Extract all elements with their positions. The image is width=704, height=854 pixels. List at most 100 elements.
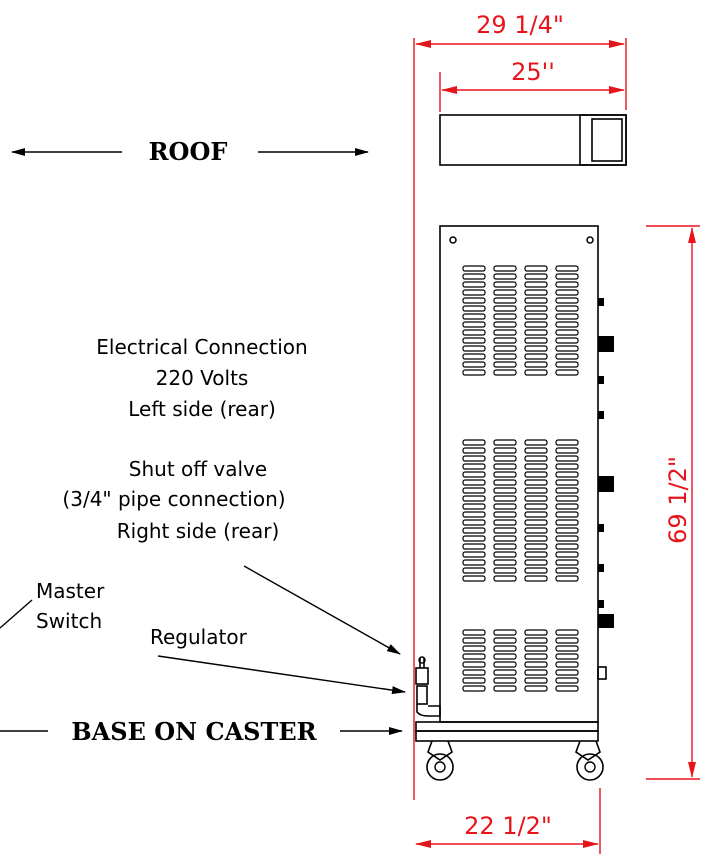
louver-slot <box>555 637 579 644</box>
louver-slot <box>462 645 486 652</box>
svg-text:Shut off valve: Shut off valve <box>129 457 267 481</box>
side-connector <box>598 336 614 352</box>
top-width-dimension: 25'' <box>439 58 625 112</box>
louver-slot <box>555 543 579 550</box>
louver-slot <box>493 661 517 668</box>
svg-text:Switch: Switch <box>36 609 102 633</box>
louver-slot <box>493 519 517 526</box>
svg-text:220 Volts: 220 Volts <box>156 366 249 390</box>
shutoff-valve-note: Shut off valve (3/4" pipe connection) Ri… <box>62 457 285 543</box>
louver-slot <box>462 487 486 494</box>
louver-slot <box>462 479 486 486</box>
side-fittings <box>598 298 614 628</box>
louver-slot <box>524 637 548 644</box>
svg-text:Electrical Connection: Electrical Connection <box>96 335 307 359</box>
louver-slot <box>524 645 548 652</box>
louver-slot <box>524 353 548 360</box>
louver-slot <box>462 313 486 320</box>
side-fitting <box>598 376 604 384</box>
louver-slot <box>493 535 517 542</box>
shutoff-valve-leader <box>243 565 401 655</box>
louver-slot <box>493 669 517 676</box>
louver-slot <box>493 677 517 684</box>
louver-slot <box>524 559 548 566</box>
louver-slot <box>524 479 548 486</box>
louver-slot <box>493 361 517 368</box>
louver-slot <box>462 273 486 280</box>
side-box <box>597 666 607 680</box>
louver-slot <box>462 511 486 518</box>
regulator-label: Regulator <box>150 625 248 649</box>
louver-slot <box>493 479 517 486</box>
electrical-connection-note: Electrical Connection 220 Volts Left sid… <box>96 335 307 421</box>
louver-slot <box>524 551 548 558</box>
louver-slot <box>493 543 517 550</box>
louver-slot <box>524 503 548 510</box>
side-fitting <box>598 600 604 608</box>
overall-width-dimension: 29 1/4" <box>413 11 627 800</box>
louver-slot <box>555 535 579 542</box>
master-switch-note: Master Switch <box>36 579 105 633</box>
louver-slot <box>493 527 517 534</box>
side-fitting <box>598 524 604 532</box>
side-fitting <box>598 564 604 572</box>
louver-slot <box>493 265 517 272</box>
louver-slot <box>493 559 517 566</box>
louver-slot <box>462 559 486 566</box>
louver-slot <box>555 337 579 344</box>
louver-slot <box>524 321 548 328</box>
louver-slot <box>555 551 579 558</box>
louver-slot <box>462 503 486 510</box>
louver-slot <box>493 313 517 320</box>
louver-slot <box>493 455 517 462</box>
louver-slot <box>524 455 548 462</box>
louver-slot <box>493 551 517 558</box>
louver-slot <box>462 575 486 582</box>
louver-slot <box>462 281 486 288</box>
louver-slot <box>462 543 486 550</box>
louver-slot <box>493 511 517 518</box>
caster-wheel-right <box>575 740 604 781</box>
louver-slot <box>555 289 579 296</box>
louver-slot <box>462 439 486 446</box>
louver-slot <box>524 337 548 344</box>
vent-louvers <box>462 265 579 692</box>
height-dimension: 69 1/2" <box>646 225 700 780</box>
louver-slot <box>462 297 486 304</box>
louver-slot <box>555 519 579 526</box>
louver-slot <box>462 321 486 328</box>
louver-slot <box>493 321 517 328</box>
louver-slot <box>555 447 579 454</box>
louver-slot <box>524 527 548 534</box>
screw-icon <box>586 236 594 244</box>
side-connector <box>598 614 614 628</box>
louver-slot <box>555 511 579 518</box>
regulator-leader <box>157 655 406 695</box>
louver-slot <box>555 329 579 336</box>
louver-slot <box>462 669 486 676</box>
louver-slot <box>493 345 517 352</box>
louver-slot <box>524 669 548 676</box>
louver-slot <box>462 567 486 574</box>
louver-slot <box>524 685 548 692</box>
louver-slot <box>524 543 548 550</box>
height-label: 69 1/2" <box>664 456 692 544</box>
louver-slot <box>493 337 517 344</box>
louver-slot <box>493 637 517 644</box>
louver-slot <box>524 273 548 280</box>
louver-slot <box>462 369 486 376</box>
louver-slot <box>493 575 517 582</box>
louver-slot <box>555 369 579 376</box>
louver-slot <box>555 297 579 304</box>
louver-slot <box>493 447 517 454</box>
louver-slot <box>555 471 579 478</box>
louver-slot <box>524 471 548 478</box>
louver-slot <box>462 661 486 668</box>
regulator-valve-fitting <box>415 656 441 717</box>
louver-slot <box>524 519 548 526</box>
louver-slot <box>493 567 517 574</box>
louver-slot <box>493 463 517 470</box>
louver-slot <box>493 273 517 280</box>
louver-slot <box>555 479 579 486</box>
louver-slot <box>462 527 486 534</box>
